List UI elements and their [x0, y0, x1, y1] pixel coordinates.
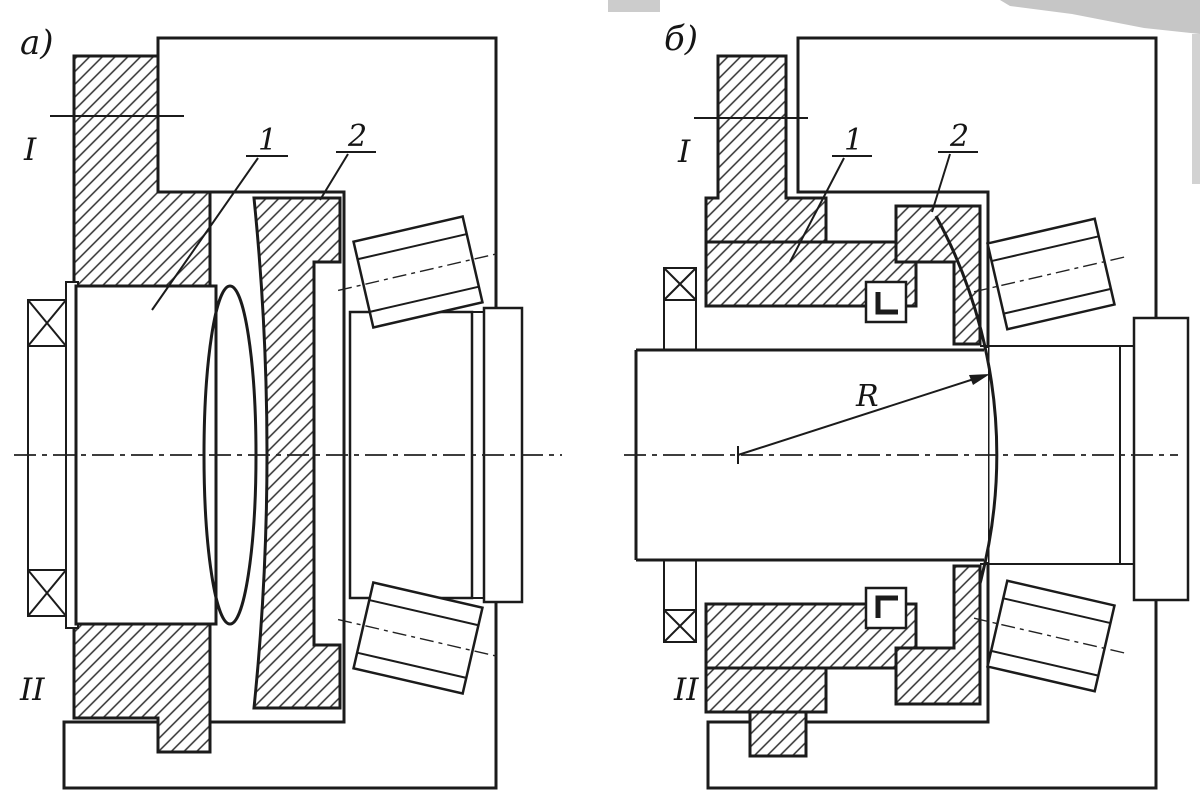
bearing-race-line — [1003, 287, 1112, 315]
part-label-2-a: 2 — [347, 119, 367, 154]
bearing-race-line — [357, 233, 467, 261]
axis-label-I-b: I — [677, 134, 691, 170]
roller-bearing-bottom-b — [973, 579, 1129, 693]
housing-flange-b — [1132, 316, 1190, 602]
lock-tab-bottom-b — [875, 595, 898, 618]
bearing-race-line — [1003, 597, 1111, 625]
bearing-race-line — [990, 649, 1099, 677]
bearing-race-line — [369, 599, 479, 627]
panel-a-label: а) — [20, 23, 54, 63]
radius-label-b: R — [855, 379, 879, 414]
hub-section-bottom-b — [704, 666, 828, 714]
seal-assembly-b — [663, 267, 697, 643]
cross-mark — [663, 267, 697, 301]
hub-foot-bottom-b — [748, 710, 808, 758]
part-label-1-a: 1 — [258, 123, 277, 158]
radius-arrow-line — [737, 378, 975, 456]
axis-label-II-a: II — [19, 672, 45, 708]
panel-b-label: б) — [664, 19, 698, 59]
leader-line-2 — [319, 153, 349, 201]
axis-label-I-a: I — [23, 132, 37, 168]
bearing-axis-line — [973, 255, 1129, 293]
leader-line-1 — [789, 157, 845, 263]
panel-b: б) I II 1 2 R — [608, 0, 1200, 790]
scan-artifact — [1192, 34, 1200, 184]
part-label-2-b: 2 — [949, 119, 969, 154]
radius-dimension-b — [737, 374, 990, 464]
bearing-roller — [352, 215, 484, 329]
roller-bearing-bottom-a — [337, 581, 501, 695]
scan-artifact — [1000, 0, 1200, 34]
part-label-1-b: 1 — [844, 123, 863, 158]
arrowhead — [969, 374, 990, 385]
roller-bearing-top-a — [337, 215, 501, 329]
bearing-race-line — [356, 651, 467, 679]
lock-tab-top-b — [875, 292, 898, 315]
leader-line-1 — [151, 157, 259, 311]
lock-washer-top-b — [864, 280, 908, 324]
bearing-axis-line — [973, 617, 1129, 655]
cross-mark — [27, 299, 67, 347]
seal-assembly-a — [27, 299, 67, 617]
leader-line-2 — [931, 153, 951, 213]
tapered-disc-part2-a — [252, 196, 342, 710]
bearing-roller — [352, 581, 484, 695]
ring-part2-top-b — [894, 204, 982, 346]
axis-label-II-b: II — [673, 672, 699, 708]
cross-mark — [27, 569, 67, 617]
roller-bearing-top-b — [973, 217, 1129, 331]
bearing-race-line — [991, 235, 1099, 263]
seal-strip — [27, 299, 67, 617]
scan-artifact — [608, 0, 660, 12]
lock-washer-bottom-b — [864, 586, 908, 630]
ring-part2-bottom-b — [894, 564, 982, 706]
cross-mark — [663, 609, 697, 643]
panel-a: а) I II 1 2 — [14, 23, 562, 790]
bearing-race-line — [369, 285, 480, 313]
